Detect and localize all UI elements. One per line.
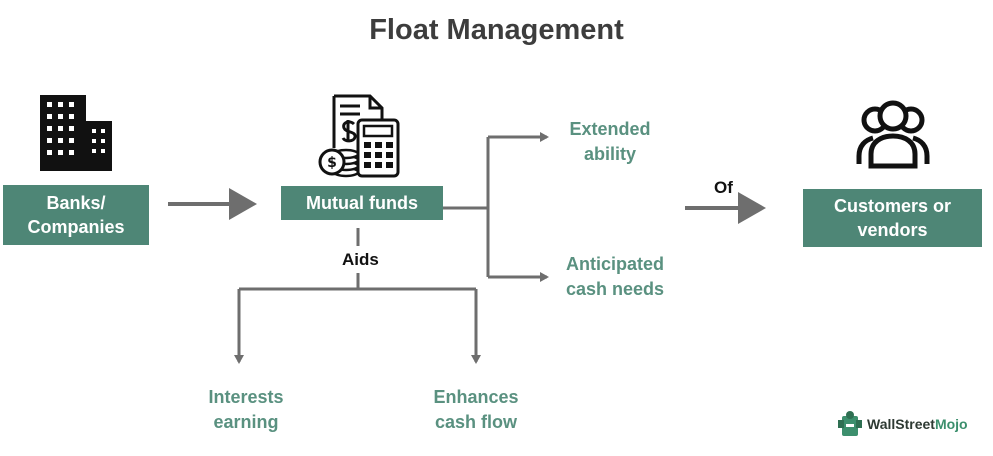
of-label: Of [714, 178, 733, 197]
svg-text:$: $ [327, 155, 337, 171]
mutual-funds-box: Mutual funds [281, 186, 443, 220]
logo-text-wallstreet: WallStreet [867, 416, 935, 432]
customers-vendors-box: Customers or vendors [803, 189, 982, 247]
banks-companies-box: Banks/ Companies [3, 185, 149, 245]
people-group-icon [853, 98, 933, 170]
building-icon [40, 93, 112, 171]
anticipated-cash-needs-label: Anticipated cash needs [565, 254, 665, 299]
diagram-title: Float Management [369, 14, 624, 46]
logo-mark-icon [838, 411, 862, 436]
calculator-money-icon: $ [318, 92, 402, 178]
logo-text-mojo: Mojo [934, 416, 968, 432]
enhances-cash-flow-label: Enhances cash flow [433, 387, 519, 432]
interests-earning-label: Interests earning [208, 387, 284, 432]
wallstreetmojo-logo: WallStreetMojo [838, 410, 968, 438]
aids-label: Aids [342, 250, 379, 269]
extended-ability-label: Extended ability [569, 119, 651, 164]
